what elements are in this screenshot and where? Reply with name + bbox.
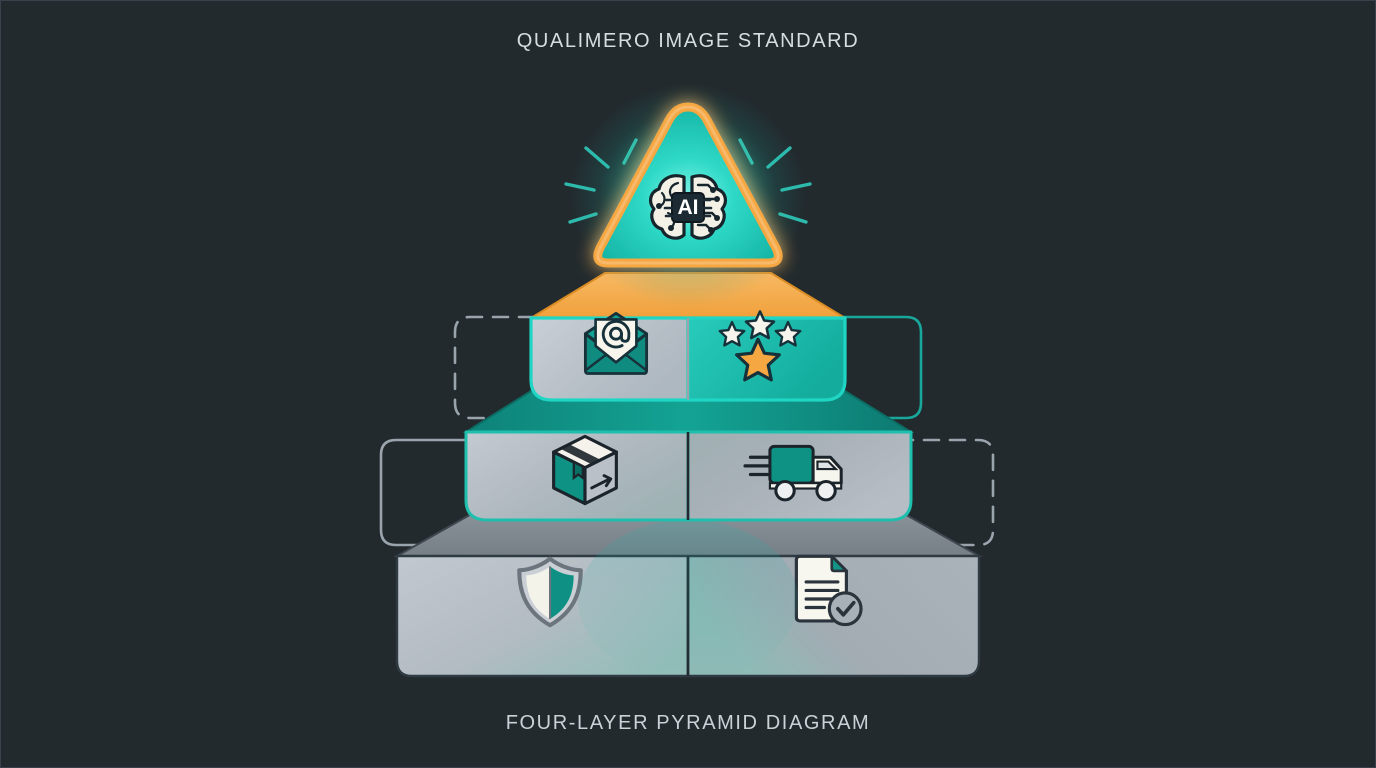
- star-rating-icon: [718, 310, 802, 382]
- pyramid-layer-2[interactable]: [529, 272, 847, 402]
- connector-right-upper: [820, 315, 923, 420]
- apex-rays: [564, 138, 812, 224]
- connector-right-lower: [896, 438, 995, 547]
- connector-left-lower: [379, 438, 489, 547]
- package-box-icon: [552, 434, 618, 506]
- email-at-envelope-icon: [583, 311, 649, 375]
- page-title: QUALIMERO IMAGE STANDARD: [516, 30, 860, 52]
- shield-security-icon: [517, 556, 583, 628]
- delivery-truck-icon: [743, 444, 843, 502]
- document-verified-icon: [794, 554, 863, 627]
- pyramid-layer-3[interactable]: [462, 387, 915, 522]
- pyramid-layer-1-apex[interactable]: AI: [593, 102, 783, 268]
- ai-chip-label: AI: [678, 196, 699, 219]
- ai-brain-chip-icon: AI: [648, 174, 728, 240]
- figure-caption: FOUR-LAYER PYRAMID DIAGRAM: [505, 712, 871, 734]
